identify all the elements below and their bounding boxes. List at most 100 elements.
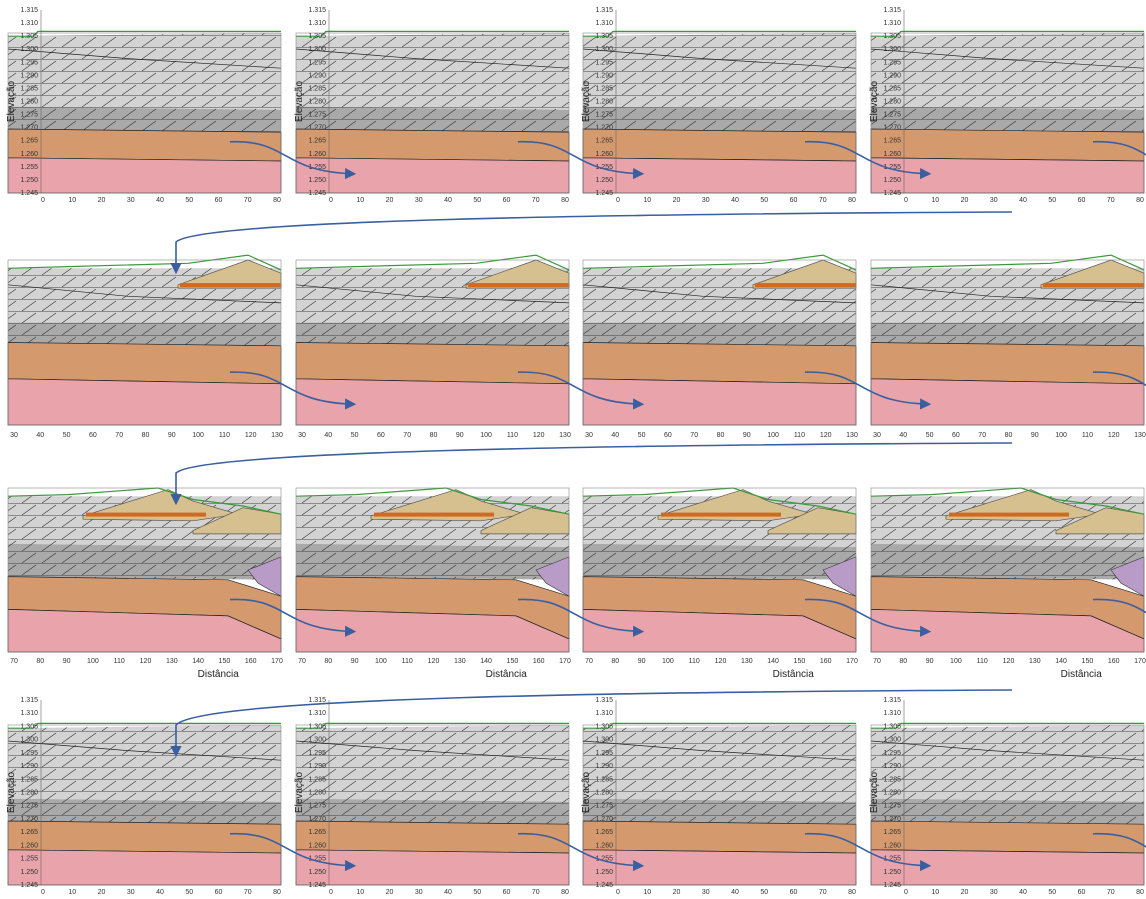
x-tick-label: 80 xyxy=(717,432,725,439)
x-tick-label: 20 xyxy=(386,889,394,896)
flow-arrow xyxy=(229,371,357,410)
flow-arrow xyxy=(517,371,645,410)
flow-arrow xyxy=(229,832,357,872)
drain-layer xyxy=(86,512,206,517)
y-tick-label: 1.250 xyxy=(883,869,901,876)
y-tick-label: 1.290 xyxy=(20,72,38,79)
x-tick-label: 40 xyxy=(156,889,164,896)
y-tick-label: 1.295 xyxy=(20,59,38,66)
x-tick-label: 70 xyxy=(819,197,827,204)
clay-layer xyxy=(7,342,282,385)
y-tick-label: 1.305 xyxy=(883,723,901,730)
x-tick-label: 130 xyxy=(166,658,178,665)
y-tick-label: 1.310 xyxy=(308,710,326,717)
x-tick-label: 0 xyxy=(329,889,333,896)
x-axis-label: Distância xyxy=(773,669,815,680)
y-tick-label: 1.315 xyxy=(308,7,326,14)
y-tick-label: 1.310 xyxy=(595,710,613,717)
clay-layer xyxy=(582,342,857,385)
y-tick-label: 1.245 xyxy=(308,882,326,889)
y-tick-label: 1.305 xyxy=(883,33,901,40)
y-tick-label: 1.260 xyxy=(595,151,613,158)
x-tick-label: 10 xyxy=(356,197,364,204)
hatch-overlay xyxy=(8,33,281,133)
plot-frame xyxy=(582,32,857,194)
x-tick-label: 80 xyxy=(1136,889,1144,896)
x-tick-label: 40 xyxy=(324,432,332,439)
ground-surface xyxy=(871,30,1144,37)
x-tick-label: 30 xyxy=(990,889,998,896)
clay-layer xyxy=(7,820,282,854)
x-tick-label: 100 xyxy=(767,432,779,439)
y-tick-label: 1.315 xyxy=(308,697,326,704)
x-tick-label: 70 xyxy=(690,432,698,439)
y-tick-label: 1.305 xyxy=(308,723,326,730)
flow-arrow xyxy=(804,598,932,637)
hatch-overlay xyxy=(871,33,1144,133)
x-tick-label: 10 xyxy=(356,889,364,896)
x-tick-label: 10 xyxy=(68,197,76,204)
x-tick-label: 70 xyxy=(403,432,411,439)
y-tick-label: 1.300 xyxy=(595,737,613,744)
x-tick-label: 60 xyxy=(503,889,511,896)
y-axis-label: Elevação xyxy=(294,80,305,122)
clay-layer xyxy=(582,128,857,162)
y-axis-label: Elevação xyxy=(581,80,592,122)
y-tick-label: 1.275 xyxy=(595,112,613,119)
y-tick-label: 1.315 xyxy=(595,7,613,14)
y-tick-label: 1.245 xyxy=(20,882,38,889)
y-tick-label: 1.265 xyxy=(20,829,38,836)
x-tick-label: 10 xyxy=(931,197,939,204)
clay-layer xyxy=(870,342,1145,385)
x-tick-label: 140 xyxy=(192,658,204,665)
interface-line xyxy=(295,48,570,69)
x-tick-label: 170 xyxy=(559,658,571,665)
interface-line xyxy=(7,740,282,761)
y-tick-label: 1.265 xyxy=(20,138,38,145)
y-tick-label: 1.295 xyxy=(595,59,613,66)
x-tick-label: 60 xyxy=(377,432,385,439)
x-tick-label: 0 xyxy=(41,197,45,204)
x-tick-label: 10 xyxy=(643,197,651,204)
y-tick-label: 1.310 xyxy=(883,710,901,717)
y-tick-label: 1.260 xyxy=(20,151,38,158)
y-tick-label: 1.315 xyxy=(883,7,901,14)
x-tick-label: 50 xyxy=(63,432,71,439)
rock-layer xyxy=(7,849,282,886)
x-tick-label: 110 xyxy=(1082,432,1093,439)
y-tick-label: 1.305 xyxy=(308,33,326,40)
rock-layer xyxy=(870,849,1145,886)
x-tick-label: 40 xyxy=(36,432,44,439)
section-panel: 1.3151.3101.3051.3001.2951.2901.2851.280… xyxy=(6,7,282,204)
ground-surface xyxy=(8,722,281,729)
rock-layer xyxy=(870,157,1145,194)
x-tick-label: 40 xyxy=(1019,197,1027,204)
x-tick-label: 70 xyxy=(873,658,881,665)
x-tick-label: 100 xyxy=(375,658,387,665)
y-tick-label: 1.315 xyxy=(20,7,38,14)
interface-line xyxy=(295,284,570,304)
y-tick-label: 1.285 xyxy=(20,85,38,92)
interface-line xyxy=(295,740,570,761)
x-tick-label: 100 xyxy=(192,432,204,439)
y-tick-label: 1.295 xyxy=(883,59,901,66)
x-tick-label: 30 xyxy=(873,432,881,439)
x-tick-label: 60 xyxy=(790,889,798,896)
x-tick-label: 100 xyxy=(87,658,99,665)
y-tick-label: 1.280 xyxy=(308,790,326,797)
ground-surface xyxy=(296,30,569,37)
y-tick-label: 1.300 xyxy=(595,46,613,53)
y-tick-label: 1.280 xyxy=(20,99,38,106)
clay-layer xyxy=(870,820,1145,854)
y-tick-label: 1.270 xyxy=(308,816,326,823)
x-tick-label: 80 xyxy=(848,197,856,204)
flow-arrow xyxy=(517,832,645,872)
y-tick-label: 1.260 xyxy=(308,151,326,158)
plot-frame xyxy=(870,724,1145,886)
plot-frame xyxy=(582,724,857,886)
rock-layer xyxy=(582,157,857,194)
y-tick-label: 1.250 xyxy=(20,869,38,876)
y-tick-label: 1.260 xyxy=(883,151,901,158)
y-tick-label: 1.275 xyxy=(595,803,613,810)
